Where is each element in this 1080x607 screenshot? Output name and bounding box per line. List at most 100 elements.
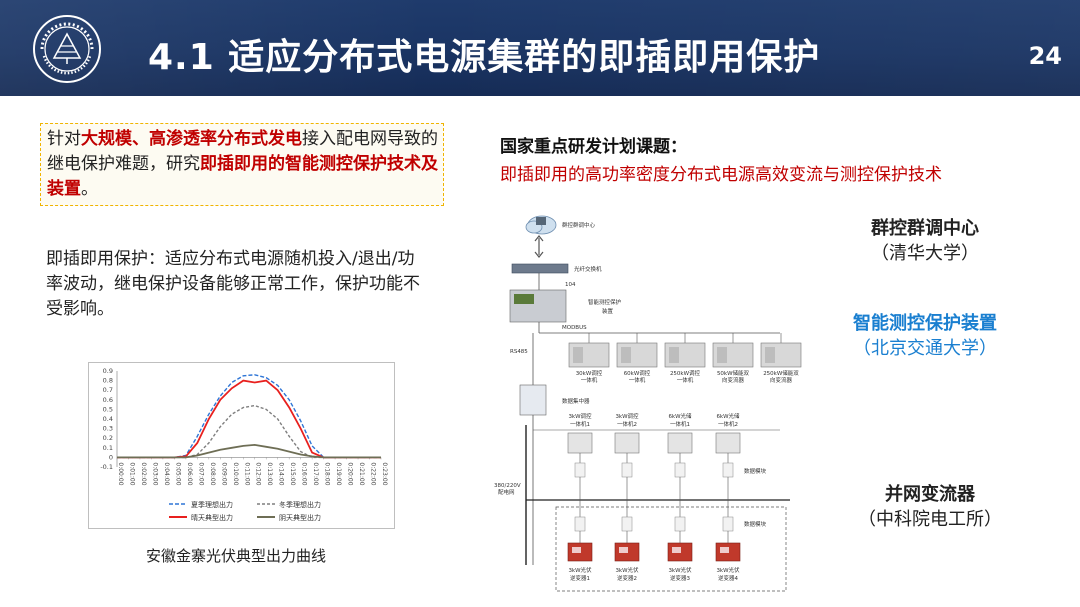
x-tick-label: 0:16:00 xyxy=(301,462,308,485)
page-number: 24 xyxy=(1028,42,1062,70)
mid-unit-label-2: 一体机2 xyxy=(718,420,738,428)
x-tick-label: 0:02:00 xyxy=(140,462,147,485)
device-label: 智能测控保护装置 （北京交通大学） xyxy=(835,311,1015,361)
mid-unit-label: 3kW调控 xyxy=(615,412,639,420)
y-tick-label: -0.1 xyxy=(100,463,113,471)
double-arrow-icon xyxy=(534,235,544,258)
x-tick-label: 0:18:00 xyxy=(324,462,331,485)
university-logo-icon xyxy=(33,15,101,83)
plug-and-play-paragraph: 即插即用保护：适应分布式电源随机投入/退出/功率波动，继电保护设备能够正常工作，… xyxy=(46,249,420,319)
breaker-icon xyxy=(674,462,686,478)
inverter-label: 并网变流器 （中科院电工所） xyxy=(845,482,1015,532)
x-tick-label: 0:04:00 xyxy=(163,462,170,485)
mid-unit-label: 6kW光储 xyxy=(716,412,740,420)
upper-unit-label: 250kW储能双 xyxy=(763,369,799,377)
diagram-modbus-label: MODBUS xyxy=(562,325,587,331)
fiber-switch-icon xyxy=(511,263,569,274)
dispatch-center-name: 群控群调中心 xyxy=(871,218,979,239)
y-tick-label: 0.6 xyxy=(103,396,113,404)
diagram-rs485-label: RS485 xyxy=(510,349,528,355)
upper-unit-label: 60kW调控 xyxy=(624,369,651,377)
inverter-name: 并网变流器 xyxy=(885,484,975,505)
dispatch-center-label: 群控群调中心 （清华大学） xyxy=(850,216,1000,266)
x-tick-label: 0:20:00 xyxy=(347,462,354,485)
x-tick-label: 0:05:00 xyxy=(174,462,181,485)
x-tick-label: 0:00:00 xyxy=(117,462,124,485)
project-name: 即插即用的高功率密度分布式电源高效变流与测控保护技术 xyxy=(500,165,942,185)
diagram-device-label-2: 装置 xyxy=(602,307,614,315)
y-tick-label: 0.4 xyxy=(103,415,113,423)
chart-caption: 安徽金寨光伏典型出力曲线 xyxy=(146,547,327,565)
highlight-text-2: 接入配电网导致的继电保护难题，研究 xyxy=(47,129,438,174)
y-tick-label: 0 xyxy=(109,453,113,461)
breaker-icon xyxy=(574,516,586,532)
y-tick-label: 0.9 xyxy=(103,367,113,375)
project-title: 国家重点研发计划课题： xyxy=(500,137,687,157)
x-tick-label: 0:13:00 xyxy=(266,462,273,485)
series-line xyxy=(117,443,381,459)
header-bar: 4.1 适应分布式电源集群的即插即用保护 24 xyxy=(0,0,1080,96)
breaker-icon xyxy=(574,462,586,478)
pv-unit-label: 3kW光伏 xyxy=(615,566,639,574)
x-tick-label: 0:14:00 xyxy=(278,462,285,485)
y-tick-label: 0.7 xyxy=(103,386,113,394)
x-tick-label: 0:17:00 xyxy=(312,462,319,485)
legend-label: 阴天典型出力 xyxy=(279,513,321,522)
pv-unit-label-2: 逆变器3 xyxy=(670,574,691,582)
diagram-grid-label-2: 配电网 xyxy=(498,488,515,496)
upper-unit-label: 50kW储能双 xyxy=(717,369,750,377)
mid-unit-label: 3kW调控 xyxy=(568,412,592,420)
x-tick-label: 0:06:00 xyxy=(186,462,193,485)
legend-label: 晴天典型出力 xyxy=(191,513,233,522)
pv-dashed-group xyxy=(555,506,787,592)
x-tick-label: 0:23:00 xyxy=(381,462,388,485)
upper-unit-label-2: 一体机 xyxy=(677,376,694,384)
mid-unit-icon xyxy=(667,432,693,454)
pv-unit-label-2: 逆变器4 xyxy=(718,574,739,582)
upper-unit-label-2: 一体机 xyxy=(581,376,598,384)
pv-unit-label: 3kW光伏 xyxy=(568,566,592,574)
pv-unit-label: 3kW光伏 xyxy=(716,566,740,574)
x-tick-label: 0:03:00 xyxy=(151,462,158,485)
upper-unit-label: 30kW调控 xyxy=(576,369,603,377)
diagram-switch-label: 光纤交换机 xyxy=(574,265,602,273)
diagram-data-module-1: 数据模块 xyxy=(744,467,767,475)
diagram-grid-label: 380/220V xyxy=(494,483,521,489)
y-tick-label: 0.3 xyxy=(103,425,113,433)
highlight-text-3: 。 xyxy=(81,179,98,199)
x-tick-label: 0:21:00 xyxy=(358,462,365,485)
mid-unit-label-2: 一体机1 xyxy=(670,420,690,428)
page-title: 4.1 适应分布式电源集群的即插即用保护 xyxy=(148,37,821,78)
device-name: 智能测控保护装置 xyxy=(853,313,997,334)
y-tick-label: 0.5 xyxy=(103,405,113,413)
breaker-icon xyxy=(621,462,633,478)
x-tick-label: 0:11:00 xyxy=(243,462,250,485)
x-tick-label: 0:10:00 xyxy=(232,462,239,485)
breaker-icon xyxy=(674,516,686,532)
x-tick-label: 0:15:00 xyxy=(289,462,296,485)
highlight-text-1: 针对 xyxy=(47,129,81,149)
highlight-box: 针对大规模、高渗透率分布式发电接入配电网导致的继电保护难题，研究即插即用的智能测… xyxy=(40,123,444,206)
x-tick-label: 0:01:00 xyxy=(128,462,135,485)
system-architecture-diagram: 群控群调中心 光纤交换机 104 智能测控保护 装置 MODBUS RS485 … xyxy=(494,215,802,592)
upper-unit-label-2: 向变流器 xyxy=(770,376,793,384)
y-tick-label: 0.2 xyxy=(103,434,113,442)
highlight-emphasis-1: 大规模、高渗透率分布式发电 xyxy=(81,129,302,149)
inverter-org: （中科院电工所） xyxy=(858,509,1002,530)
mid-unit-icon xyxy=(614,432,640,454)
x-tick-label: 0:12:00 xyxy=(255,462,262,485)
device-org: （北京交通大学） xyxy=(853,338,997,359)
diagram-center-label: 群控群调中心 xyxy=(562,221,596,229)
upper-unit-label-2: 一体机 xyxy=(629,376,646,384)
diagram-data-module-2: 数据模块 xyxy=(744,520,767,528)
upper-unit-label: 250kW调控 xyxy=(670,369,701,377)
pv-unit-label: 3kW光伏 xyxy=(668,566,692,574)
diagram-protocol-104: 104 xyxy=(565,282,576,288)
mid-unit-label-2: 一体机2 xyxy=(617,420,637,428)
breaker-icon xyxy=(722,462,734,478)
x-tick-label: 0:19:00 xyxy=(335,462,342,485)
x-tick-label: 0:09:00 xyxy=(220,462,227,485)
cloud-icon xyxy=(525,215,557,235)
